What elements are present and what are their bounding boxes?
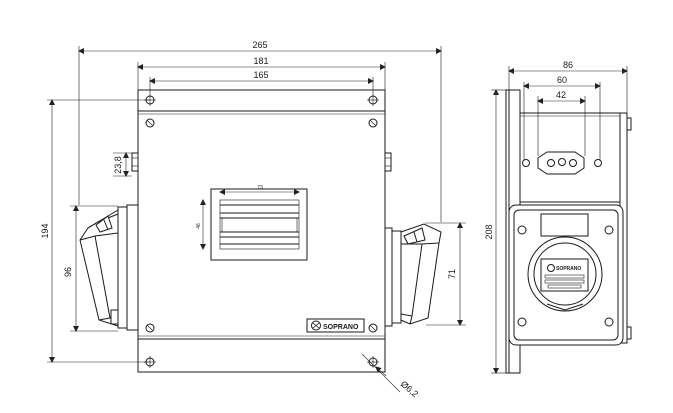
right-socket [384, 223, 442, 327]
outer-width-label: 181 [253, 56, 268, 66]
bottom-flange [137, 338, 386, 373]
gland-height-label: 23,8 [113, 156, 123, 174]
hole-spacing-label: 165 [253, 70, 268, 80]
front-view: 73 46 SOPRANO [40, 40, 466, 399]
screw-icon [145, 118, 378, 333]
height-label: 194 [40, 223, 50, 238]
socket-brand-label: SOPRANO [556, 266, 581, 272]
side-height-label: 208 [484, 224, 494, 239]
side-socket-outlet: SOPRANO [508, 204, 624, 346]
window-width-label: 73 [257, 185, 263, 191]
left-socket-height-label: 96 [63, 267, 73, 277]
brand-logo-icon [311, 320, 321, 331]
mounting-hole-top-right [367, 94, 379, 106]
din-rail-window [210, 188, 308, 261]
socket-logo-icon [547, 264, 555, 272]
hole-diameter-label: Ø6,2 [399, 379, 420, 399]
mounting-hole-bottom-right [367, 356, 379, 368]
window-height-label: 46 [196, 223, 202, 229]
side-view: SOPRANO 86 60 42 208 [484, 60, 632, 374]
brand-plate: SOPRANO [306, 318, 365, 333]
pin-spacing-label: 42 [556, 90, 566, 100]
brand-label: SOPRANO [323, 324, 359, 331]
left-socket [79, 204, 139, 331]
right-socket-height-label: 71 [447, 269, 457, 279]
plug-face [522, 151, 602, 175]
overall-width-label: 265 [252, 40, 267, 50]
cable-gland-right [384, 152, 392, 172]
top-flange [137, 89, 386, 112]
side-width-label: 86 [563, 60, 573, 70]
socket-width-label: 60 [557, 75, 567, 85]
cable-gland-left [131, 152, 139, 172]
